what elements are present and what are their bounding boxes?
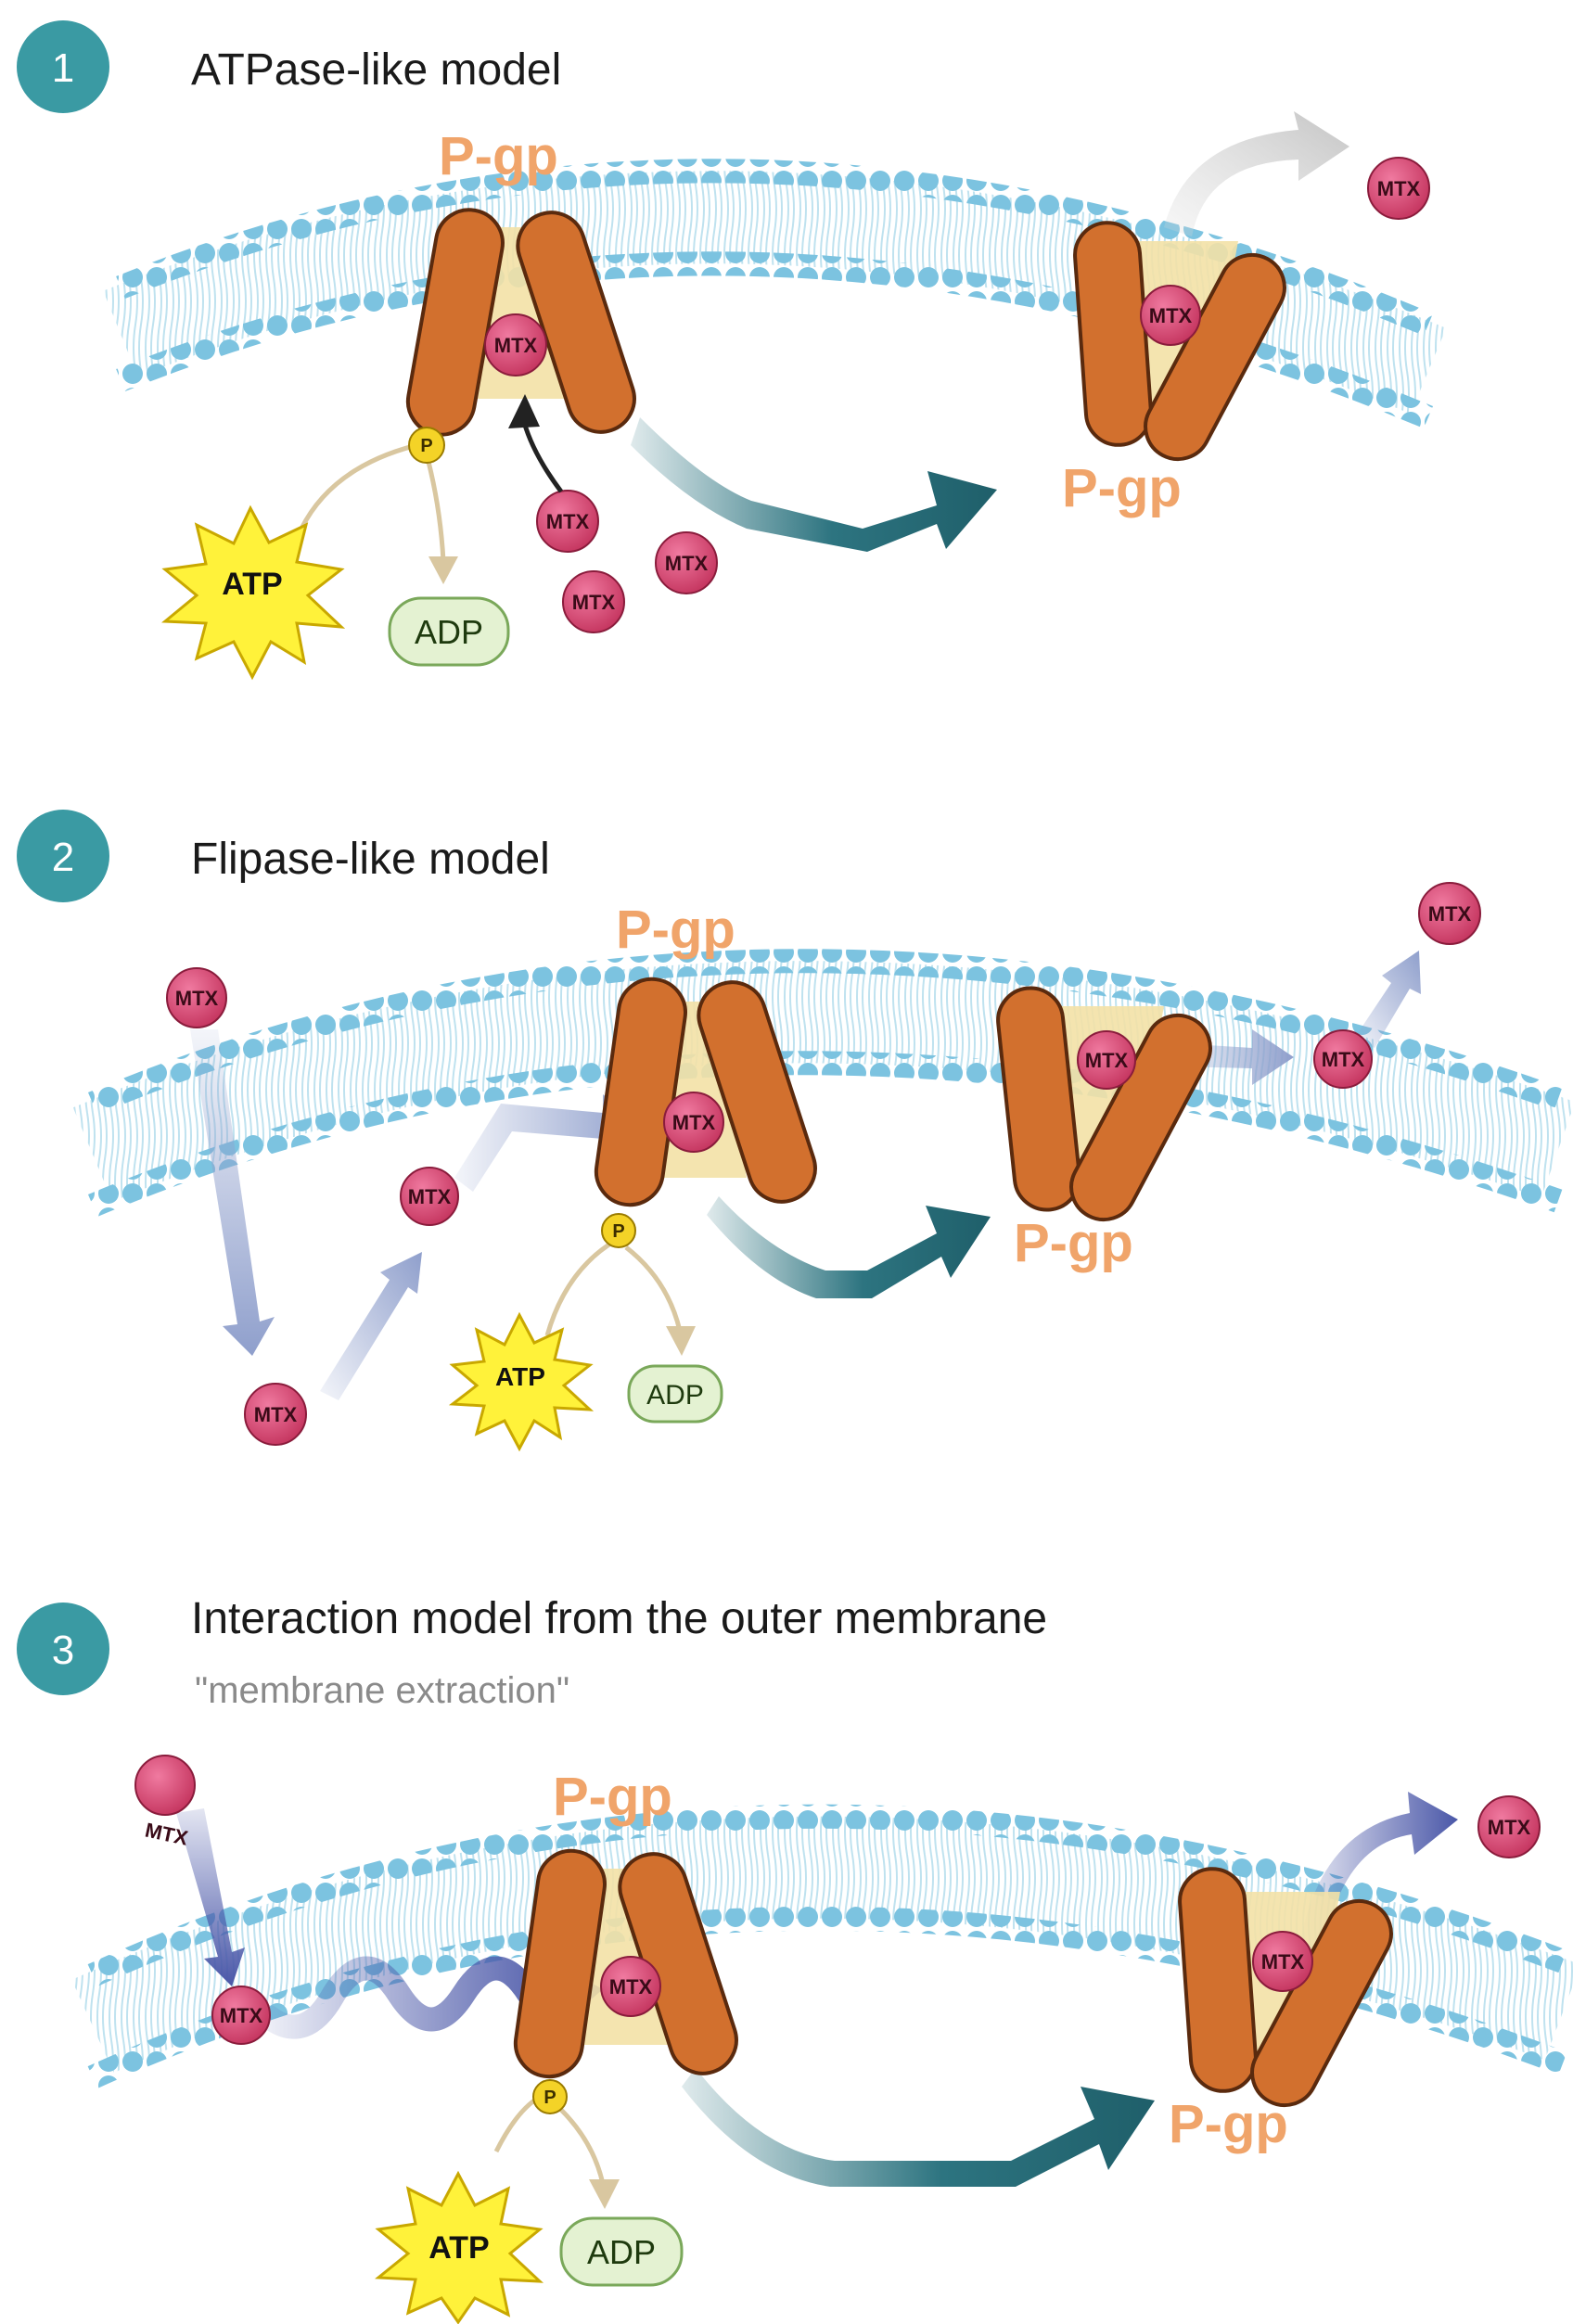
svg-text:MTX: MTX [1428,902,1472,926]
adp-release-arrow [559,2108,606,2185]
mtx-molecule: MTX [663,1092,724,1153]
svg-text:MTX: MTX [572,591,616,614]
atp-burst: ATP [448,1311,595,1452]
adp-capsule: ADP [388,596,510,667]
atp-hydrolysis-arrow [299,441,426,530]
pgp-label: P-gp [1062,458,1182,518]
section-title: Interaction model from the outer membran… [191,1594,1047,1643]
mtx-molecule: MTX [1313,1029,1373,1089]
pgp-label: P-gp [553,1767,672,1827]
phosphate-group: P [532,2079,568,2114]
mtx-molecule: MTX [655,531,718,594]
svg-text:2: 2 [52,835,74,880]
pgp-label: P-gp [1169,2094,1288,2154]
phosphate-group: P [408,427,445,464]
svg-text:P: P [612,1221,624,1242]
export-arrow [1164,111,1349,236]
conformation-change-arrow [631,417,997,552]
mtx-molecule: MTX [166,967,227,1028]
mtx-molecule: MTX [400,1167,459,1226]
mtx-molecule: MTX [1140,285,1201,346]
section-subtitle: "membrane extraction" [195,1670,569,1711]
svg-text:MTX: MTX [220,2004,263,2027]
section-number-badge: 1 [17,20,109,113]
mtx-molecule: MTX [562,570,625,633]
section-3: 3 Interaction model from the outer membr… [17,1594,1573,2324]
svg-text:ATP: ATP [222,567,282,602]
svg-text:MTX: MTX [546,510,590,533]
adp-capsule: ADP [627,1364,723,1424]
mtx-molecule: MTX [134,1755,196,1850]
svg-text:MTX: MTX [1488,1816,1531,1839]
phosphate-group: P [601,1213,636,1248]
mtx-molecule: MTX [1077,1030,1136,1090]
adp-release-arrowhead [589,2179,620,2209]
mtx-molecule: MTX [1367,157,1430,220]
mtx-molecule: MTX [1252,1931,1313,1992]
flow-arrow-release [1354,951,1421,1048]
svg-text:MTX: MTX [609,1975,653,1998]
extraction-release-arrow [1298,1792,1458,1957]
adp-release-arrowhead [666,1326,696,1356]
mtx-molecule: MTX [484,313,547,377]
mtx-molecule: MTX [1477,1795,1541,1858]
flow-arrow-into-pgp [454,1094,645,1192]
svg-text:ADP: ADP [415,613,483,651]
mtx-molecule: MTX [244,1383,307,1446]
extraction-arrow-down [176,1808,245,1986]
svg-text:MTX: MTX [1085,1049,1129,1072]
svg-text:MTX: MTX [1149,304,1193,327]
pgp-label: P-gp [439,126,558,186]
mtx-molecule: MTX [536,490,599,553]
svg-text:1: 1 [52,45,74,91]
svg-text:P: P [544,2088,556,2108]
mtx-molecule: MTX [600,1956,661,2017]
atp-hydrolysis-arrow [544,1238,617,1336]
section-1: 1 ATPase-like model P-gp P-gp [17,20,1447,681]
svg-text:ATP: ATP [428,2230,489,2266]
section-number-badge: 2 [17,810,109,902]
svg-text:MTX: MTX [254,1403,298,1426]
svg-text:ADP: ADP [646,1380,704,1411]
svg-text:MTX: MTX [408,1185,452,1208]
svg-text:MTX: MTX [1261,1950,1305,1973]
conformation-change-arrow [682,2068,1155,2187]
section-title: ATPase-like model [191,45,561,95]
svg-text:3: 3 [52,1628,74,1673]
atp-burst: ATP [375,2170,544,2324]
section-title: Flipase-like model [191,835,550,884]
pgp-label: P-gp [1014,1213,1133,1273]
svg-text:MTX: MTX [494,334,538,357]
flow-arrow-up [320,1252,422,1400]
svg-text:ADP: ADP [587,2233,656,2271]
svg-text:MTX: MTX [175,987,219,1010]
svg-text:P: P [420,436,432,456]
adp-release-arrow [426,461,446,562]
binding-arrow [521,421,564,493]
svg-text:MTX: MTX [1377,177,1421,200]
section-number-badge: 3 [17,1603,109,1695]
binding-arrowhead [508,394,540,428]
section-2: 2 Flipase-like model P-gp P-gp [17,810,1573,1452]
flow-arrow-exit [1178,1029,1294,1085]
pgp-transporter-inward [594,977,817,1207]
atp-burst: ATP [161,504,346,681]
adp-capsule: ADP [559,2216,684,2287]
svg-text:ATP: ATP [495,1362,545,1391]
mtx-molecule: MTX [211,1986,271,2045]
adp-release-arrow [624,1245,683,1332]
adp-release-arrowhead [428,556,458,584]
svg-text:MTX: MTX [665,552,709,575]
conformation-change-arrow [707,1196,991,1298]
mtx-molecule: MTX [1418,882,1481,945]
svg-text:MTX: MTX [1322,1048,1365,1071]
svg-text:MTX: MTX [672,1111,716,1134]
flow-arrow-down [190,1029,275,1356]
pgp-label: P-gp [616,900,735,960]
